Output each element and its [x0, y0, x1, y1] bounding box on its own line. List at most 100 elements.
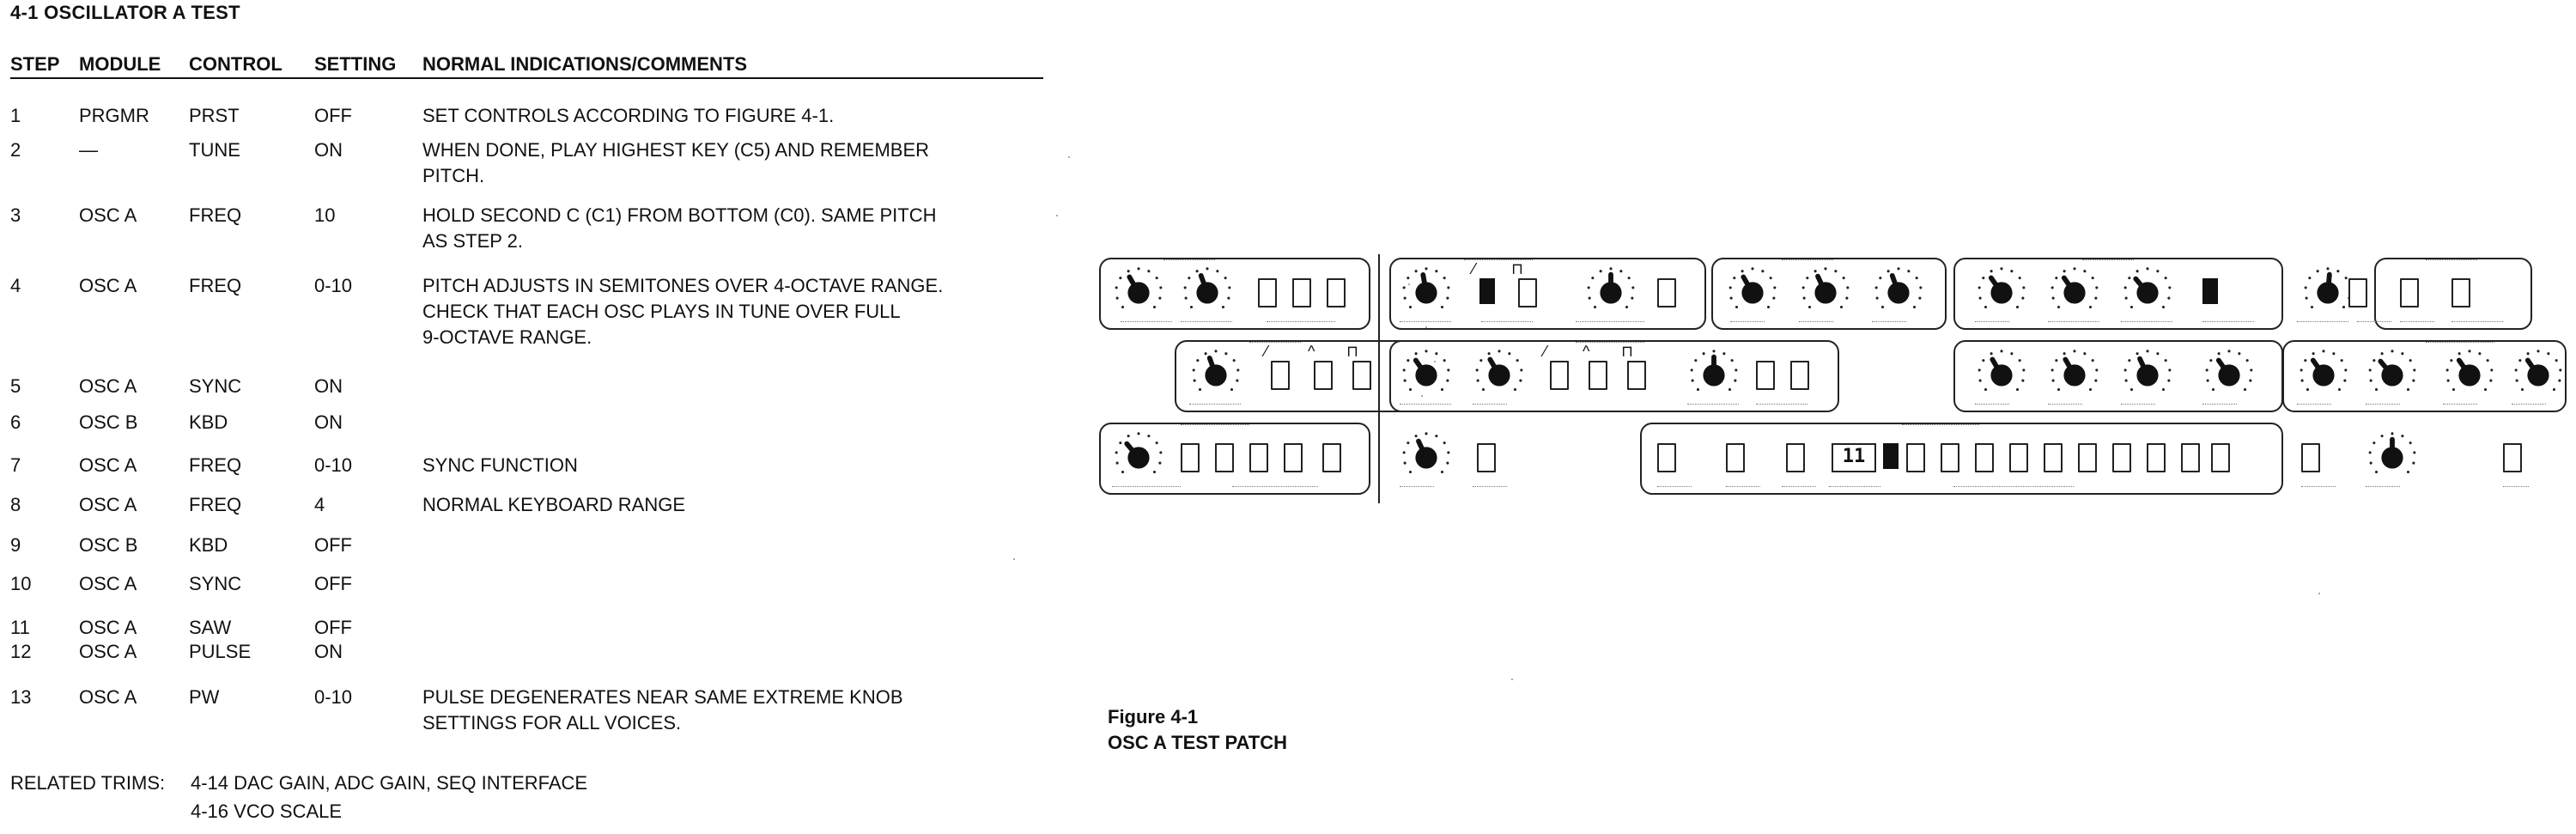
panel-label-mark — [1400, 486, 1434, 489]
knob-icon — [1402, 432, 1450, 474]
row-step: 13 — [10, 686, 32, 708]
knob-icon — [1978, 350, 2026, 392]
switch-off-icon — [1181, 443, 1200, 472]
panel-label-mark — [2082, 259, 2134, 262]
waveform-icon: ⁄ — [1473, 260, 1476, 277]
row-step: 11 — [10, 617, 30, 638]
panel-label-mark — [1576, 342, 1644, 344]
knob-icon — [1115, 432, 1163, 474]
knob-icon — [2123, 267, 2172, 309]
row-comment: WHEN DONE, PLAY HIGHEST KEY (C5) AND REM… — [422, 139, 930, 161]
panel-label-mark — [1189, 404, 1241, 406]
knob-icon — [1115, 267, 1163, 309]
panel-label-mark — [2426, 259, 2477, 262]
panel-label-mark — [1481, 321, 1533, 324]
scan-speck — [1434, 361, 1436, 362]
row-control: FREQ — [189, 275, 242, 296]
switch-off-icon — [1477, 443, 1496, 472]
panel-label-mark — [1163, 259, 1215, 262]
row-step: 12 — [10, 641, 32, 662]
panel-divider — [1378, 254, 1380, 503]
panel-label-mark — [1872, 321, 1906, 324]
switch-off-icon — [1249, 443, 1268, 472]
row-module: OSC A — [79, 375, 137, 397]
panel-label-mark — [1730, 321, 1765, 324]
switch-off-icon — [1790, 361, 1809, 390]
knob-icon — [1587, 267, 1635, 309]
switch-off-icon — [2301, 443, 2320, 472]
row-step: 2 — [10, 139, 21, 161]
row-step: 4 — [10, 275, 21, 296]
switch-off-icon — [1657, 443, 1676, 472]
row-comment: HOLD SECOND C (C1) FROM BOTTOM (C0). SAM… — [422, 204, 937, 226]
switch-off-icon — [1271, 361, 1290, 390]
row-step: 8 — [10, 494, 21, 515]
panel-label-mark — [1829, 486, 1880, 489]
row-setting: OFF — [314, 105, 352, 126]
switch-off-icon — [2112, 443, 2131, 472]
panel-label-mark — [1687, 404, 1739, 406]
panel-label-mark — [2426, 342, 2494, 344]
waveform-icon: ⊓ — [1346, 343, 1359, 360]
switch-off-icon — [1657, 278, 1676, 307]
row-comment: SET CONTROLS ACCORDING TO FIGURE 4-1. — [422, 105, 835, 126]
switch-off-icon — [1756, 361, 1775, 390]
waveform-icon: ^ — [1308, 343, 1315, 360]
switch-off-icon — [1627, 361, 1646, 390]
row-control: FREQ — [189, 494, 242, 515]
knob-icon — [1183, 267, 1231, 309]
scan-speck — [1425, 326, 1427, 328]
knob-icon — [2123, 350, 2172, 392]
knob-icon — [2050, 350, 2099, 392]
row-comment: PITCH ADJUSTS IN SEMITONES OVER 4-OCTAVE… — [422, 275, 944, 296]
switch-off-icon — [2181, 443, 2200, 472]
knob-icon — [2514, 350, 2562, 392]
panel-label-mark — [1799, 321, 1833, 324]
scan-speck — [1056, 215, 1058, 216]
panel-label-mark — [2202, 321, 2254, 324]
knob-icon — [1728, 267, 1777, 309]
knob-icon — [1402, 267, 1450, 309]
row-setting: OFF — [314, 617, 352, 638]
synth-panel-diagram: ⁄⊓⁄^⊓⁄^⊓11 — [1013, 156, 2567, 680]
knob-icon — [1690, 350, 1738, 392]
row-comment: 9-OCTAVE RANGE. — [422, 326, 592, 348]
knob-icon — [2368, 350, 2416, 392]
waveform-icon: ^ — [1583, 343, 1590, 360]
row-step: 6 — [10, 411, 21, 433]
row-setting: ON — [314, 375, 343, 397]
row-setting: 10 — [314, 204, 336, 226]
panel-label-mark — [2121, 321, 2172, 324]
row-step: 5 — [10, 375, 21, 397]
header-step: STEP — [10, 53, 60, 75]
panel-label-mark — [1473, 486, 1507, 489]
row-module: OSC A — [79, 204, 137, 226]
switch-off-icon — [2078, 443, 2097, 472]
panel-label-mark — [1975, 321, 2009, 324]
panel-label-mark — [2357, 321, 2391, 324]
switch-off-icon — [1906, 443, 1925, 472]
row-setting: OFF — [314, 534, 352, 556]
panel-label-mark — [1181, 424, 1249, 427]
panel-label-mark — [2512, 404, 2546, 406]
switch-off-icon — [2451, 278, 2470, 307]
switch-off-icon — [1518, 278, 1537, 307]
switch-off-icon — [1550, 361, 1569, 390]
switch-off-icon — [1314, 361, 1333, 390]
row-step: 1 — [10, 105, 21, 126]
panel-label-mark — [2297, 404, 2331, 406]
row-module: OSC A — [79, 641, 137, 662]
waveform-icon: ⊓ — [1621, 343, 1634, 360]
header-setting: SETTING — [314, 53, 397, 75]
header-module: MODULE — [79, 53, 161, 75]
programmer-panel — [1640, 423, 2283, 495]
panel-label-mark — [1782, 486, 1816, 489]
panel-label-mark — [1657, 486, 1692, 489]
panel-label-mark — [1112, 486, 1181, 489]
row-comment: PITCH. — [422, 165, 485, 186]
knob-icon — [1801, 267, 1850, 309]
scan-speck — [1068, 156, 1070, 158]
row-control: KBD — [189, 411, 228, 433]
switch-off-icon — [1941, 443, 1959, 472]
switch-off-icon — [2044, 443, 2063, 472]
